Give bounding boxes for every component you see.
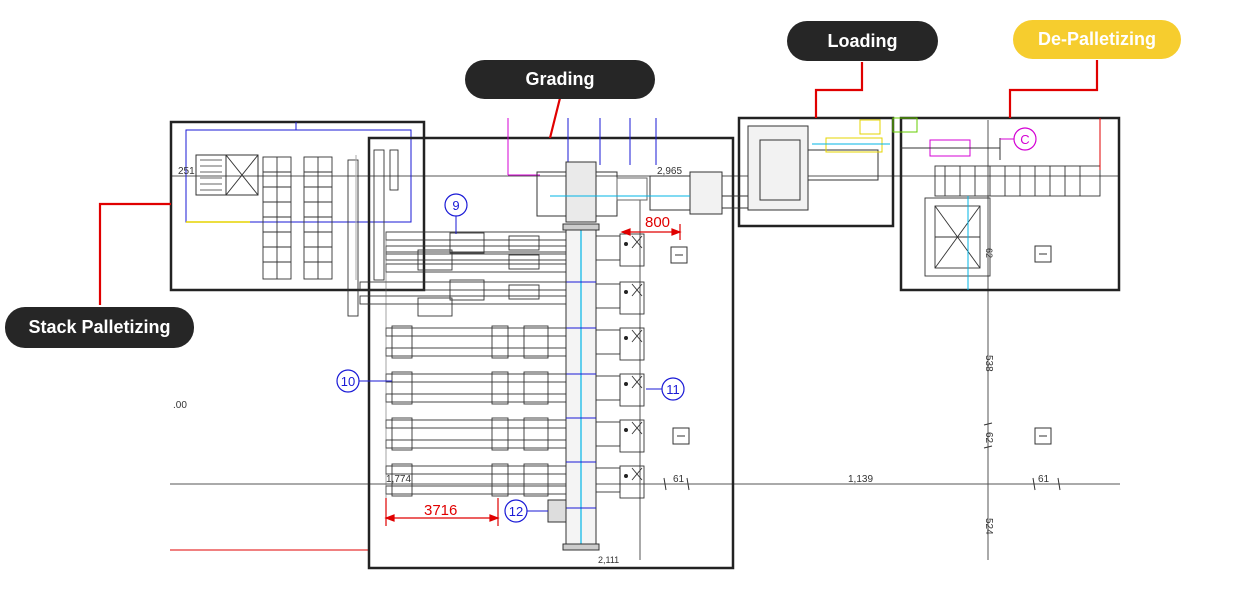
stack-palletizing-label: Stack Palletizing (5, 307, 194, 348)
grading-label: Grading (465, 60, 655, 99)
loading-label-text: Loading (827, 30, 898, 51)
grading-branches (359, 231, 567, 497)
callout-11-text: 11 (666, 382, 680, 397)
dimension-3716: 3716 (424, 502, 457, 519)
dimension-ticks (663, 422, 1061, 491)
callout-12-text: 12 (509, 504, 523, 519)
dimension-800: 800 (645, 214, 670, 231)
dimension-524: 524 (983, 518, 994, 535)
dimension-62-mid: 62 (983, 432, 994, 444)
dimension-2965: 2,965 (657, 166, 682, 177)
de-palletizing-label-text: De-Palletizing (1037, 29, 1157, 49)
dimension-538: 538 (983, 355, 994, 372)
dimension-61-left: 61 (673, 474, 685, 485)
dimension-61-right: 61 (1038, 474, 1050, 485)
dimension-251: 251 (178, 166, 195, 177)
callout-11 (646, 377, 685, 401)
callout-12 (504, 499, 548, 523)
dimension-00: .00 (173, 400, 187, 411)
dimension-1774: 1,774 (386, 474, 411, 485)
stack-palletizing-label-text: Stack Palletizing (28, 317, 171, 337)
grading-label-text: Grading (525, 69, 595, 89)
de-palletizing-label: De-Palletizing (1013, 20, 1181, 59)
loading-label: Loading (787, 21, 938, 61)
callout-c (1000, 127, 1037, 151)
stack-palletizing-area (169, 120, 426, 317)
callout-10 (336, 369, 392, 393)
callout-10-text: 10 (341, 374, 355, 389)
dimension-62-top: 62 (984, 248, 994, 258)
callout-c-text: C (1020, 132, 1029, 147)
dimension-bottom: 2,111 (598, 555, 619, 565)
dimension-1139: 1,139 (848, 474, 873, 485)
grading-area (359, 118, 735, 570)
loading-area (722, 116, 895, 228)
de-palletizing-area (892, 116, 1121, 445)
reference-lines (170, 120, 1120, 560)
callout-9-text: 9 (452, 198, 459, 213)
callout-9 (444, 193, 468, 234)
leader-lines (98, 60, 1099, 305)
